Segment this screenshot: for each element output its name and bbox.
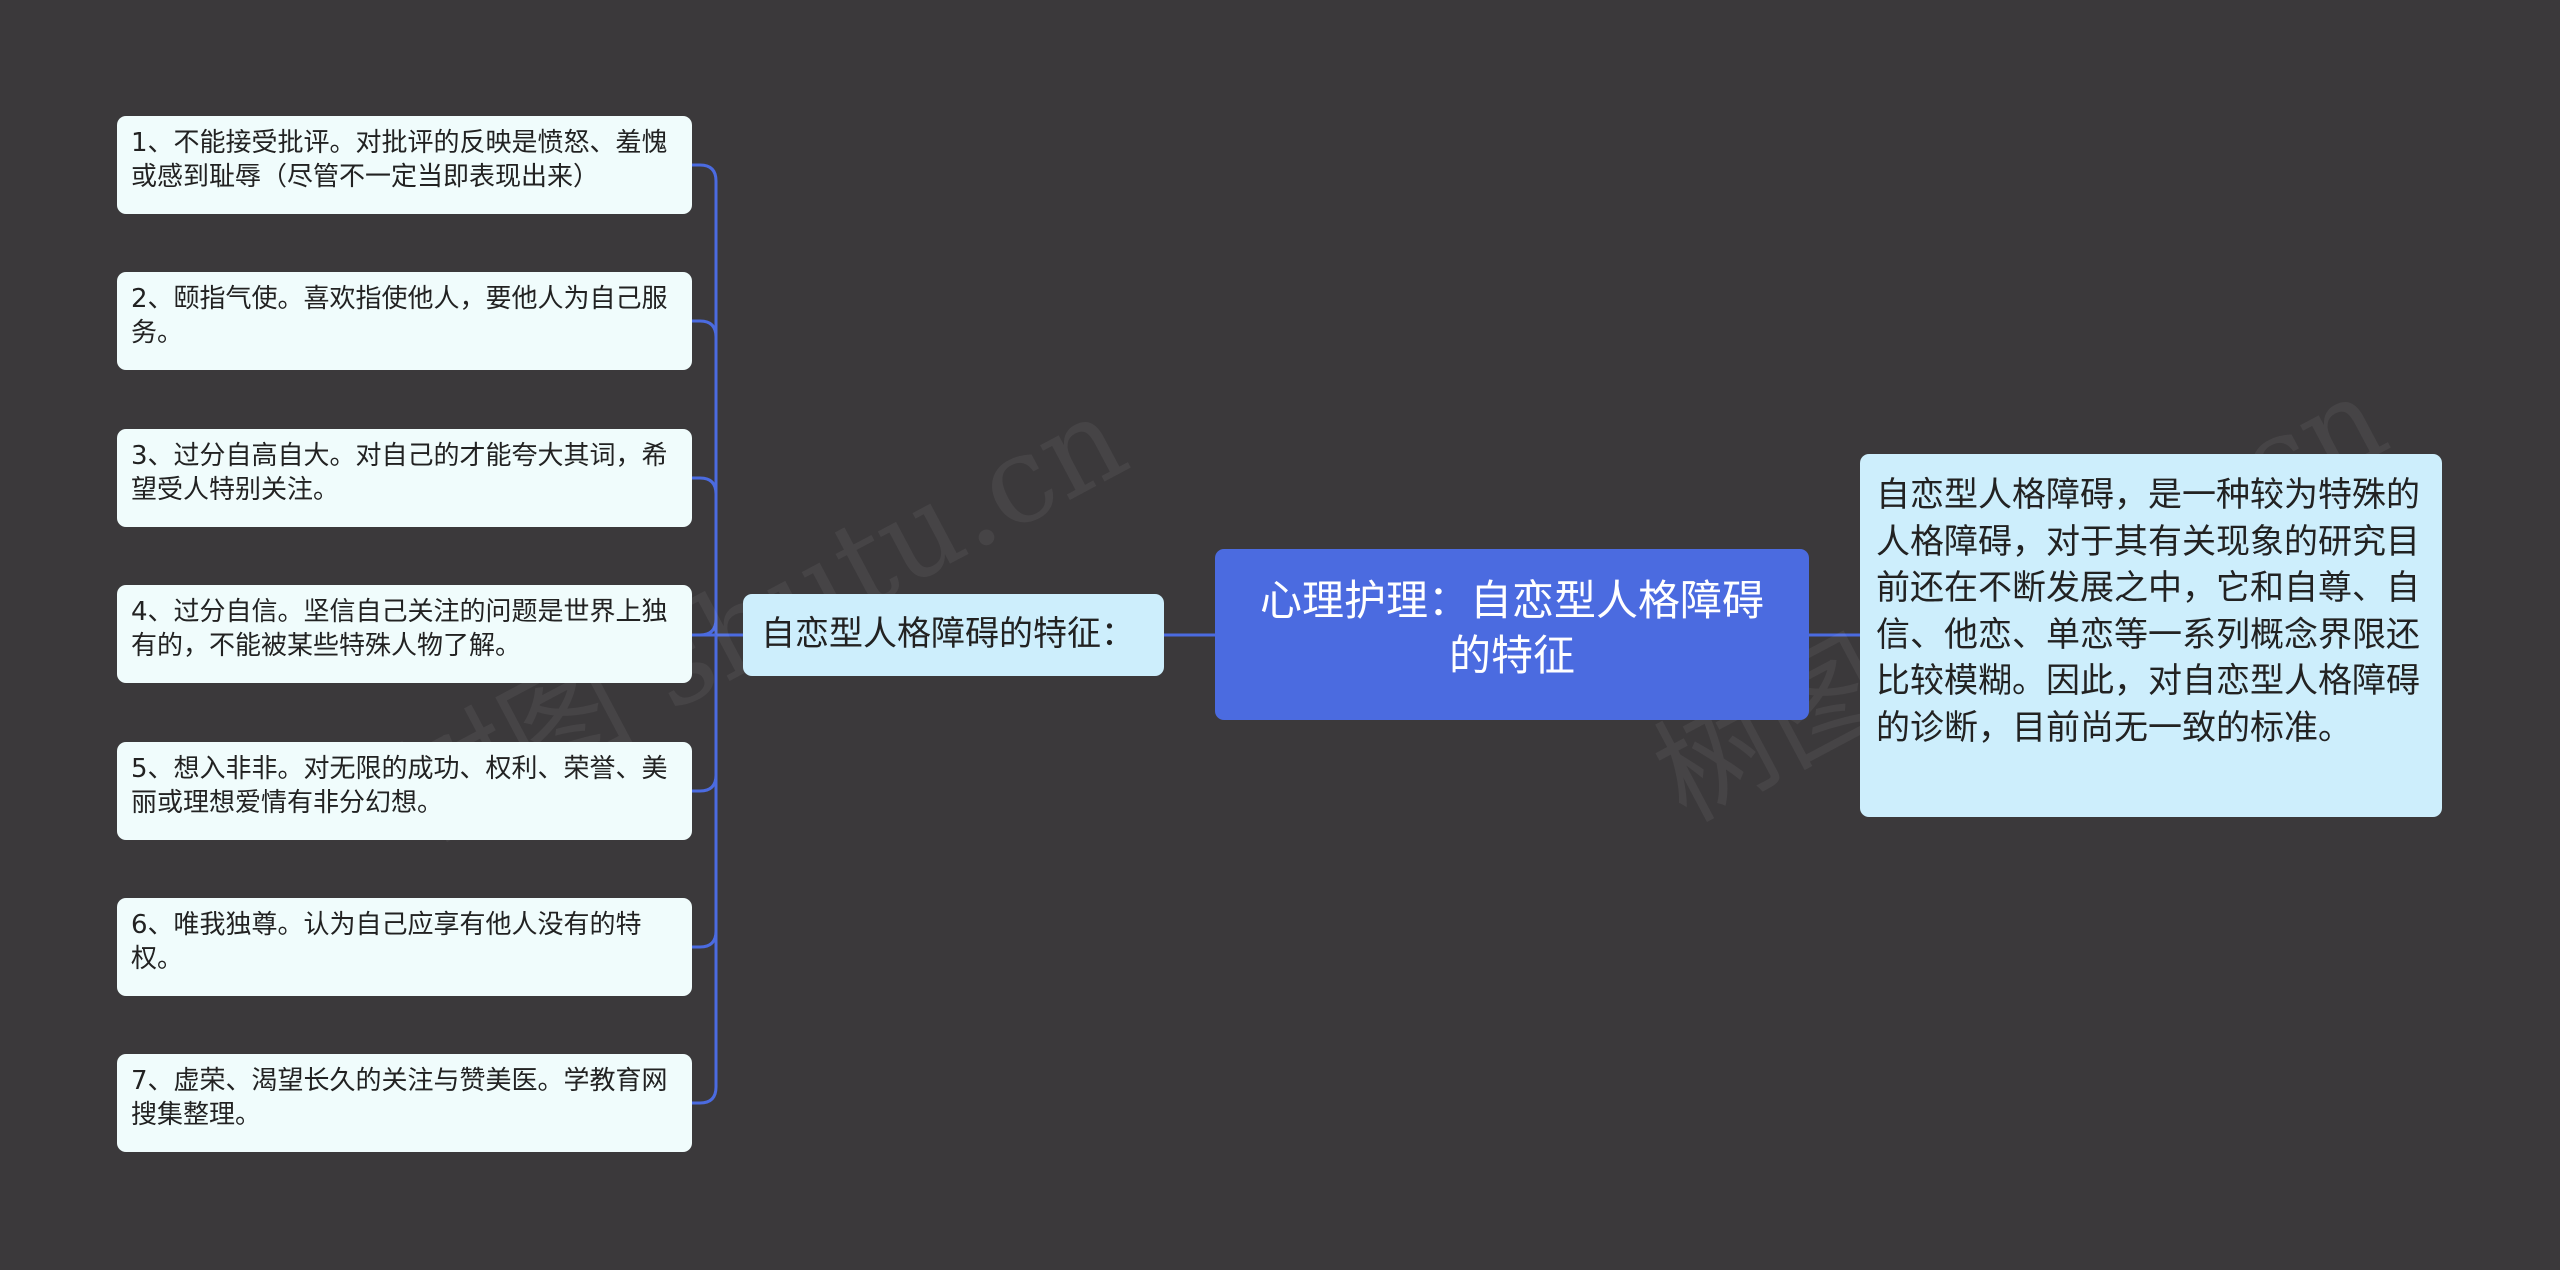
leaf-item-1[interactable]: 1、不能接受批评。对批评的反映是愤怒、羞愧或感到耻辱（尽管不一定当即表现出来）: [117, 116, 692, 214]
leaf-item-4[interactable]: 4、过分自信。坚信自己关注的问题是世界上独有的，不能被某些特殊人物了解。: [117, 585, 692, 683]
description-node[interactable]: 自恋型人格障碍，是一种较为特殊的人格障碍，对于其有关现象的研究目前还在不断发展之…: [1860, 454, 2442, 817]
leaf-item-7[interactable]: 7、虚荣、渴望长久的关注与赞美医。学教育网搜集整理。: [117, 1054, 692, 1152]
connector-item-2: [692, 319, 718, 338]
leaf-item-6[interactable]: 6、唯我独尊。认为自己应享有他人没有的特权。: [117, 898, 692, 996]
connector-item-5: [692, 774, 718, 793]
connector-trunk: [692, 163, 718, 637]
leaf-item-3[interactable]: 3、过分自高自大。对自己的才能夸大其词，希望受人特别关注。: [117, 429, 692, 527]
connector-item-6: [692, 930, 718, 949]
branch-node[interactable]: 自恋型人格障碍的特征：: [743, 594, 1164, 676]
connector-item-3: [692, 476, 718, 495]
leaf-item-2[interactable]: 2、颐指气使。喜欢指使他人，要他人为自己服务。: [117, 272, 692, 370]
leaf-item-5[interactable]: 5、想入非非。对无限的成功、权利、荣誉、美丽或理想爱情有非分幻想。: [117, 742, 692, 840]
connector-trunk-lower: [692, 619, 718, 1105]
root-node[interactable]: 心理护理：自恋型人格障碍的特征: [1215, 549, 1809, 720]
